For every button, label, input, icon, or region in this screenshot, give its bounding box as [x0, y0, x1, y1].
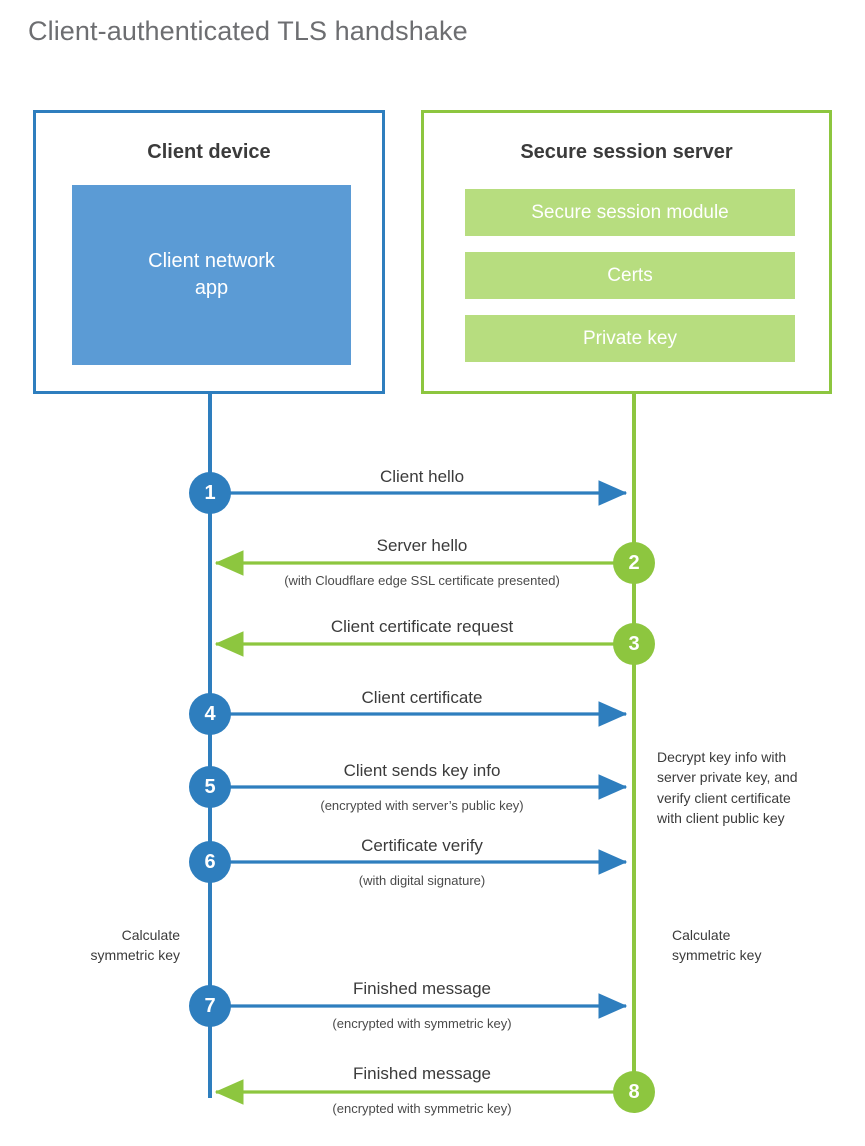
message-label-3: Client certificate request	[330, 617, 514, 636]
server-component-certs: Certs	[465, 252, 795, 299]
message-label-2: Server hello	[376, 536, 468, 555]
client-device-title: Client device	[147, 141, 271, 163]
message-label-8: Finished message	[353, 1064, 491, 1083]
client-calculate-note-line1: Calculate	[121, 927, 180, 943]
server-component-private-key: Private key	[465, 315, 795, 362]
server-decrypt-note-line3: verify client certificate	[657, 789, 791, 806]
message-label-4: Client certificate	[361, 688, 483, 707]
client-app-label-line1: Client network	[148, 250, 275, 272]
secure-session-server-title: Secure session server	[520, 141, 733, 163]
message-sublabel-7: (encrypted with symmetric key)	[332, 1016, 512, 1031]
server-calculate-note-line1: Calculate	[672, 927, 731, 943]
server-decrypt-note-line1: Decrypt key info with	[657, 749, 787, 765]
client-app-label-line2: app	[194, 277, 229, 299]
secure-session-server-box: Secure session server Secure session mod…	[421, 110, 832, 394]
message-label-5: Client sends key info	[343, 761, 501, 780]
step-badge-6[interactable]: 6	[189, 841, 231, 883]
step-badge-1[interactable]: 1	[189, 472, 231, 514]
server-lifeline	[632, 392, 636, 1092]
message-sublabel-8: (encrypted with symmetric key)	[332, 1101, 512, 1116]
message-sublabel-5: (encrypted with server’s public key)	[320, 798, 524, 813]
server-calculate-symmetric-key-note: Calculate symmetric key	[672, 925, 842, 966]
client-network-app-block: Client network app	[72, 185, 351, 365]
message-sublabel-6: (with digital signature)	[358, 873, 486, 888]
server-decrypt-note-line2: server private key, and	[657, 769, 798, 786]
server-decrypt-note: Decrypt key info with server private key…	[657, 747, 837, 828]
step-badge-3[interactable]: 3	[613, 623, 655, 665]
message-label-6: Certificate verify	[361, 836, 483, 855]
server-decrypt-note-line4: with client public key	[657, 809, 785, 826]
step-badge-8[interactable]: 8	[613, 1071, 655, 1113]
server-component-secure-session-module: Secure session module	[465, 189, 795, 236]
client-device-box: Client device Client network app	[33, 110, 385, 394]
step-badge-4[interactable]: 4	[189, 693, 231, 735]
step-badge-7[interactable]: 7	[189, 985, 231, 1027]
client-lifeline	[208, 392, 212, 1098]
page-title: Client-authenticated TLS handshake	[28, 16, 468, 46]
client-calculate-symmetric-key-note: Calculate symmetric key	[20, 925, 180, 966]
message-label-7: Finished message	[353, 979, 491, 998]
message-label-1: Client hello	[379, 467, 465, 486]
step-badge-5[interactable]: 5	[189, 766, 231, 808]
message-sublabel-2: (with Cloudflare edge SSL certificate pr…	[284, 573, 560, 588]
server-calculate-note-line2: symmetric key	[672, 947, 762, 964]
client-calculate-note-line2: symmetric key	[90, 947, 180, 964]
step-badge-2[interactable]: 2	[613, 542, 655, 584]
